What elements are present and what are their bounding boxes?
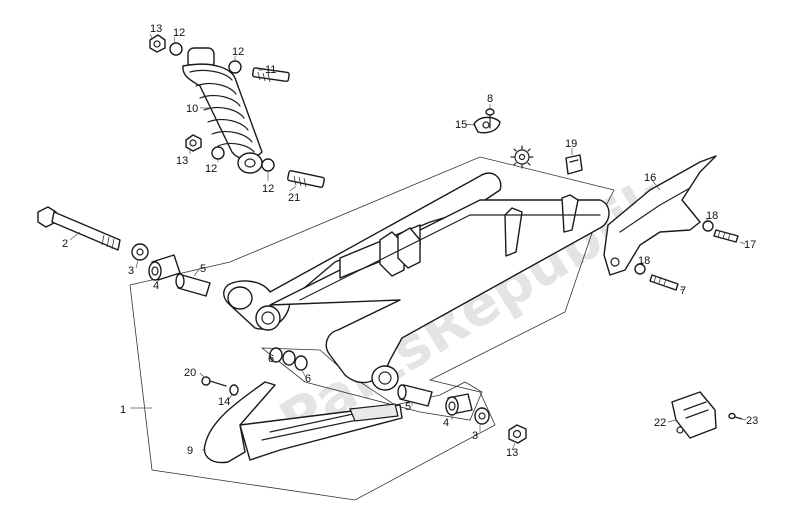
guard-bolt-lower [649, 274, 679, 291]
shock-upper-washer-right [228, 60, 242, 74]
shock-absorber [182, 47, 263, 174]
callout-5-upper: 5 [200, 263, 206, 275]
callout-8: 8 [487, 93, 493, 105]
callout-19: 19 [565, 138, 577, 150]
shock-lower-nut [185, 134, 202, 152]
callout-10: 10 [186, 103, 198, 115]
callout-12-lower-right: 12 [262, 183, 274, 195]
washer-left-upper [131, 243, 149, 261]
callout-6-right: 6 [305, 373, 311, 385]
leader-lines [69, 33, 747, 451]
callout-labels: 13 12 12 11 10 13 12 12 21 2 3 4 5 1 9 2… [62, 23, 758, 459]
callout-1: 1 [120, 404, 126, 416]
guard-bolt-upper [713, 229, 739, 243]
chain-slider [203, 381, 403, 464]
chain-guard [603, 155, 717, 276]
callout-21: 21 [288, 192, 300, 204]
callout-4-lower: 4 [443, 417, 449, 429]
spacer-left-upper [175, 273, 211, 297]
callout-3-lower: 3 [472, 430, 478, 442]
callout-12-upper-right: 12 [232, 46, 244, 58]
callout-12-lower-left: 12 [205, 163, 217, 175]
callout-14: 14 [218, 396, 230, 408]
swingarm [223, 172, 610, 391]
callout-16: 16 [644, 172, 656, 184]
callout-18-upper: 18 [706, 210, 718, 222]
bush-left-upper [148, 254, 181, 281]
shock-lower-bolt [287, 170, 325, 188]
spacer-lower-right [397, 384, 433, 407]
callout-9: 9 [187, 445, 193, 457]
callout-13-lower: 13 [506, 447, 518, 459]
callout-15: 15 [455, 119, 467, 131]
pivot-spindle [37, 206, 121, 251]
callout-20: 20 [184, 367, 196, 379]
callout-2: 2 [62, 238, 68, 250]
slider-washer [229, 384, 239, 396]
clip-screw [485, 108, 495, 129]
callout-6-left: 6 [268, 353, 274, 365]
assembly-frame [129, 156, 615, 501]
shock-lower-washer-left [211, 146, 225, 160]
callout-4-upper: 4 [153, 280, 159, 292]
bush-lower-left-b [282, 350, 296, 366]
callout-23: 23 [746, 415, 758, 427]
bush-lower-left-c [294, 355, 308, 371]
chain-tensioner-block [671, 391, 717, 439]
gear-icon [510, 145, 534, 169]
guard-washer-lower [634, 263, 646, 275]
shock-upper-nut [149, 34, 166, 53]
callout-7: 7 [680, 285, 686, 297]
shock-lower-washer-right [261, 158, 275, 172]
cable-clip [473, 116, 501, 134]
slider-screw [201, 376, 227, 387]
bush-lower-right [445, 393, 473, 416]
callout-5-lower: 5 [405, 401, 411, 413]
bush-lower-left-a [269, 347, 283, 363]
callout-12-upper-left: 12 [173, 27, 185, 39]
washer-lower-right [474, 407, 490, 425]
callout-22: 22 [654, 417, 666, 429]
callout-17: 17 [744, 239, 756, 251]
spindle-nut [508, 424, 527, 444]
callout-11: 11 [265, 64, 276, 76]
callout-3-upper: 3 [128, 265, 134, 277]
chain-guard-clip [565, 154, 583, 175]
callout-18-lower: 18 [638, 255, 650, 267]
callout-13-shock-lower: 13 [176, 155, 188, 167]
callout-13-upper: 13 [150, 23, 162, 35]
shock-upper-washer [169, 42, 183, 56]
tensioner-pin [728, 412, 743, 420]
shock-upper-bolt [252, 67, 290, 83]
guard-washer-upper [702, 220, 714, 232]
